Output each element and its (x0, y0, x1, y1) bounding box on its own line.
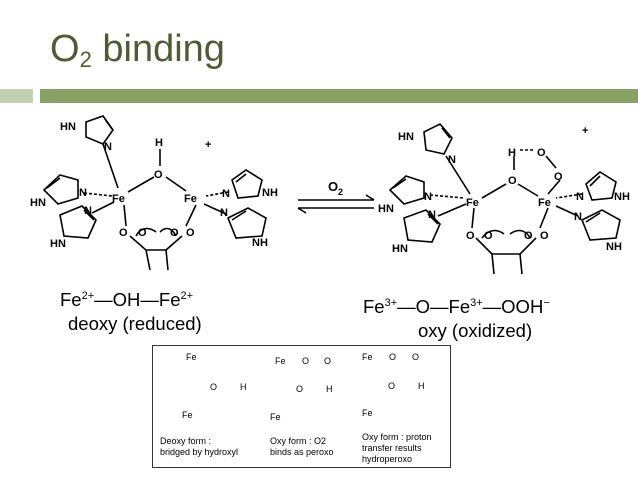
label-hn-4: HN (398, 131, 414, 143)
deoxy-formula: Fe2+—OH—Fe2+ (60, 289, 193, 311)
label-n-1: N (104, 141, 112, 153)
oxy-caption: oxy (oxidized) (418, 320, 533, 341)
label-hn-2: HN (30, 197, 46, 209)
label-o-2: O (119, 227, 128, 239)
equilibrium-arrows (297, 194, 375, 214)
inset-peroxo-o-mid: O (296, 384, 304, 394)
inset-peroxo-o2: O (324, 356, 332, 366)
label-n-5: N (220, 207, 228, 219)
formula-charge-a: 2+ (81, 290, 95, 302)
inset-deoxy-fe-bottom: Fe (182, 410, 193, 420)
deoxy-caption: deoxy (reduced) (68, 313, 202, 334)
formula-charge-e: − (543, 297, 550, 309)
label-n-9: N (576, 191, 584, 203)
label-hn-6: HN (392, 243, 408, 255)
label-o-7: O (554, 171, 563, 183)
inset-hydro-caption-1: Oxy form : proton (362, 432, 432, 442)
inset-hydro-caption-2: transfer results (362, 443, 422, 453)
deoxy-structure (42, 115, 267, 271)
formula-bridge-c: —O—Fe (397, 296, 471, 317)
label-n-7: N (424, 191, 432, 203)
label-fe-4: Fe (538, 197, 551, 209)
label-o-3: O (138, 227, 147, 239)
inset-deoxy-caption-1: Deoxy form : (160, 436, 212, 446)
label-hn-1: HN (60, 121, 76, 133)
label-o-11: O (524, 230, 533, 242)
title-bar-left (0, 89, 33, 103)
inset-hydro-caption-3: hydroperoxo (362, 454, 413, 464)
arrow-label-sub: 2 (338, 187, 343, 197)
title-o: O (50, 28, 80, 70)
arrow-label-o: O (328, 179, 338, 194)
title-subscript: 2 (79, 47, 92, 72)
label-nh-4: NH (606, 241, 622, 253)
formula-charge-d: 3+ (470, 297, 483, 309)
label-nh-1: NH (262, 187, 278, 199)
formula-fe-a: Fe (60, 289, 82, 310)
label-hn-3: HN (50, 238, 66, 250)
label-n-6: N (448, 154, 456, 166)
inset-hydro-o1: O (389, 352, 397, 362)
inset-deoxy-h: H (240, 382, 247, 392)
formula-charge-c: 3+ (384, 297, 398, 309)
formula-fe-c: Fe (363, 296, 385, 317)
label-fe-3: Fe (466, 197, 479, 209)
title-bar-right (40, 89, 638, 103)
inset-peroxo-o1: O (302, 356, 310, 366)
label-h-1: H (155, 137, 163, 149)
label-h-2: H (508, 147, 516, 159)
label-o-1: O (154, 169, 163, 181)
inset-hydro-fe-bottom: Fe (362, 408, 373, 418)
label-o-9: O (466, 230, 475, 242)
inset-hydro-o-mid: O (388, 381, 396, 391)
oxy-formula: Fe3+—O—Fe3+—OOH− (363, 296, 550, 318)
label-n-3: N (84, 205, 92, 217)
label-n-2: N (79, 187, 87, 199)
label-o-10: O (484, 230, 493, 242)
label-plus-2: + (582, 125, 588, 137)
label-plus-1: + (205, 139, 211, 151)
label-n-10: N (574, 211, 582, 223)
oxy-structure (388, 123, 621, 275)
label-nh-3: NH (614, 191, 630, 203)
label-o-12: O (540, 230, 549, 242)
label-o-6: O (537, 147, 546, 159)
formula-charge-b: 2+ (180, 290, 194, 302)
inset-box (152, 345, 451, 468)
inset-deoxy-caption-2: bridged by hydroxyl (160, 447, 239, 457)
label-nh-2: NH (252, 237, 268, 249)
label-n-8: N (428, 209, 436, 221)
inset-peroxo-caption-1: Oxy form : O2 (270, 436, 327, 446)
label-fe-1: Fe (112, 193, 125, 205)
inset-peroxo-fe-bottom: Fe (270, 412, 281, 422)
inset-hydro-h: H (418, 381, 425, 391)
label-n-4: N (222, 188, 230, 200)
label-o-8: O (508, 175, 517, 187)
formula-ooh: —OOH (482, 296, 544, 317)
label-hn-5: HN (378, 203, 394, 215)
slide-title: O2 binding (50, 28, 225, 73)
label-fe-2: Fe (184, 193, 197, 205)
inset-deoxy-fe-top: Fe (186, 352, 197, 362)
label-o-5: O (186, 227, 195, 239)
inset-peroxo-fe-top: Fe (275, 356, 286, 366)
label-o-4: O (170, 227, 179, 239)
formula-bridge-a: —OH—Fe (94, 289, 181, 310)
title-rest: binding (91, 28, 225, 70)
inset-deoxy-o: O (210, 382, 218, 392)
inset-peroxo-h: H (326, 384, 333, 394)
inset-hydro-fe-top: Fe (362, 352, 373, 362)
inset-peroxo-caption-2: binds as peroxo (270, 447, 334, 457)
inset-hydro-o2: O (412, 352, 420, 362)
